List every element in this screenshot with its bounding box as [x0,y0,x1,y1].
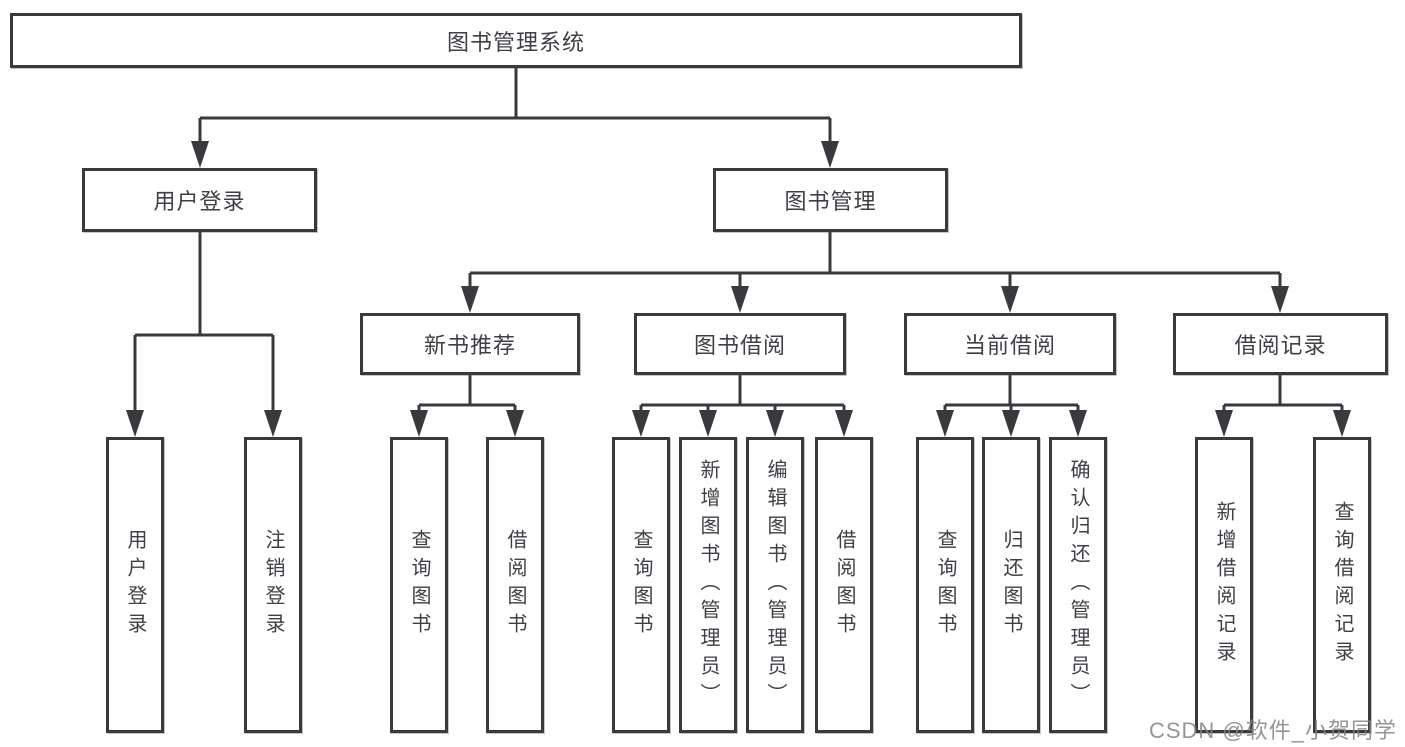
arrowhead-icon [126,410,144,437]
node-query-books-recommend: 查询图书 [390,437,448,733]
node-logout-action: 注销登录 [244,437,302,733]
arrowhead-icon [1271,286,1289,313]
node-label: 查询图书 [934,529,956,641]
arrowhead-icon [461,286,479,313]
node-confirm-return-admin: 确认归还（管理员） [1049,437,1107,733]
node-book-borrowing: 图书借阅 [634,313,846,375]
arrowhead-icon [766,410,784,437]
node-borrow-books-borrowing: 借阅图书 [815,437,873,733]
node-query-books-current: 查询图书 [916,437,974,733]
node-system-root: 图书管理系统 [10,13,1022,68]
node-return-books: 归还图书 [982,437,1040,733]
node-label: 确认归还（管理员） [1067,459,1089,711]
node-label: 新书推荐 [423,333,516,358]
edge-path [1222,375,1344,418]
node-borrowing-records: 借阅记录 [1173,313,1388,375]
arrowhead-icon [699,410,717,437]
node-query-borrow-record: 查询借阅记录 [1313,437,1371,733]
arrowhead-icon [506,410,524,437]
node-user-login-action: 用户登录 [106,437,164,733]
node-label: 归还图书 [1000,529,1022,641]
node-add-borrow-record: 新增借阅记录 [1195,437,1253,733]
node-label: 用户登录 [124,529,146,641]
node-label: 图书管理 [784,189,877,214]
node-query-books-borrowing: 查询图书 [612,437,670,733]
node-label: 图书管理系统 [446,29,585,55]
node-label: 用户登录 [153,189,246,214]
node-borrow-books-recommend: 借阅图书 [486,437,544,733]
node-label: 借阅图书 [833,529,855,641]
arrowhead-icon [835,410,853,437]
node-label: 新增图书（管理员） [697,459,719,711]
arrowhead-icon [1215,410,1233,437]
node-label: 图书借阅 [693,333,786,358]
edge-path [198,68,832,149]
arrowhead-icon [731,286,749,313]
csdn-watermark: CSDN @软件_小贺同学 [1148,718,1397,743]
node-label: 借阅记录 [1234,333,1327,358]
node-add-books-admin: 新增图书（管理员） [679,437,737,733]
node-edit-books-admin: 编辑图书（管理员） [746,437,804,733]
edge-path [639,375,846,418]
arrowhead-icon [1333,410,1351,437]
node-label: 新增借阅记录 [1213,501,1235,669]
edge-path [417,375,517,418]
node-label: 编辑图书（管理员） [764,459,786,711]
arrowhead-icon [821,141,839,168]
arrowhead-icon [936,410,954,437]
arrowhead-icon [1002,410,1020,437]
node-current-borrowing: 当前借阅 [904,313,1116,375]
node-label: 查询图书 [408,529,430,641]
arrowhead-icon [632,410,650,437]
node-label: 注销登录 [262,529,284,641]
node-label: 当前借阅 [963,333,1056,358]
node-label: 借阅图书 [504,529,526,641]
node-label: 查询图书 [630,529,652,641]
arrowhead-icon [264,410,282,437]
arrowhead-icon [1001,286,1019,313]
node-user-login: 用户登录 [82,168,317,232]
arrowhead-icon [1069,410,1087,437]
arrowhead-icon [410,410,428,437]
node-new-book-recommend: 新书推荐 [360,313,580,375]
edge-path [133,232,275,418]
edge-path [468,232,1282,294]
node-label: 查询借阅记录 [1331,501,1353,669]
arrowhead-icon [191,141,209,168]
node-book-management: 图书管理 [713,168,948,232]
